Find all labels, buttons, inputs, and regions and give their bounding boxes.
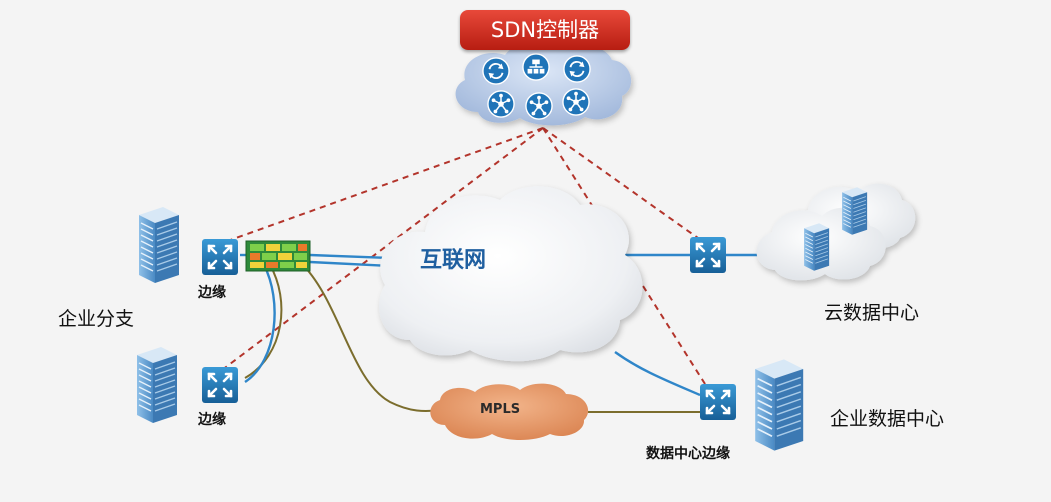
dc-edge-label: 数据中心边缘 [646, 446, 730, 462]
branch-label: 企业分支 [58, 308, 135, 330]
internet-link-branch-bottom [244, 264, 276, 383]
router-icon-dc-edge [700, 384, 736, 420]
control-link-branch-edge-bottom [221, 127, 544, 371]
server-icon-cloud-dc-1 [803, 222, 830, 272]
cloud-dc-clouds [756, 183, 916, 281]
internet-links [244, 253, 768, 397]
topology-icon [562, 88, 590, 116]
mpls-link-branch-top [299, 261, 441, 412]
router-icon-branch-edge-bottom [202, 367, 238, 403]
tree-icon [522, 53, 550, 81]
branch-edge-top-label: 边缘 [198, 285, 226, 301]
control-link-branch-edge-top [221, 127, 544, 244]
enterprise-dc-label: 企业数据中心 [830, 408, 945, 430]
branch-edge-bottom-label: 边缘 [198, 412, 226, 428]
internet-link-branch-1 [309, 253, 391, 260]
mpls-links [244, 261, 700, 413]
sync-icon [563, 55, 591, 83]
mpls-link-branch-bottom [244, 264, 283, 379]
internet-label: 互联网 [420, 248, 487, 273]
server-icon-enterprise-dc [754, 358, 805, 452]
router-icon-cloud-dc-edge [690, 237, 726, 273]
mpls-cloud [430, 383, 589, 440]
sync-icon [482, 57, 510, 85]
mpls-label: MPLS [480, 402, 521, 417]
server-icon-cloud-dc-2 [841, 186, 868, 236]
internet-link-dc-edge [614, 351, 701, 397]
firewall-icon [245, 240, 311, 272]
internet-cloud [378, 186, 643, 362]
server-icon-branch-bottom [136, 346, 178, 424]
topology-icon [525, 92, 553, 120]
router-icon-branch-edge-top [202, 239, 238, 275]
topology-icon [487, 90, 515, 118]
internet-link-branch-2 [309, 260, 391, 268]
sdn-controller-label: SDN控制器 [460, 10, 630, 50]
control-link-cloud-dc-edge [542, 127, 706, 244]
server-icon-branch-top [138, 206, 180, 284]
cloud-dc-label: 云数据中心 [824, 302, 920, 324]
